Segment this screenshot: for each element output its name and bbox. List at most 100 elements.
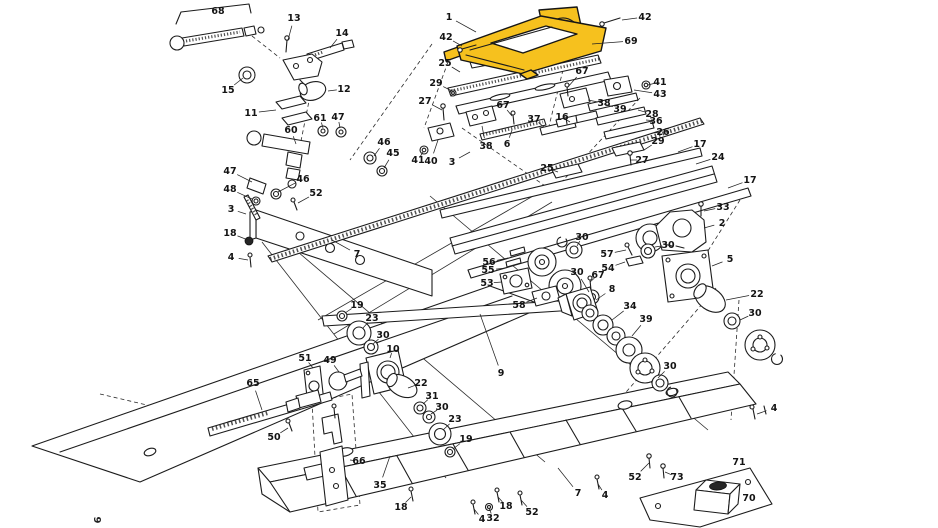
part-label-4: 4 <box>771 403 778 414</box>
leader-line-31 <box>422 399 429 405</box>
leader-line-36 <box>645 119 652 121</box>
block-43 <box>603 75 633 97</box>
leader-line-19 <box>344 308 352 314</box>
part-label-7: 7 <box>354 249 361 260</box>
part-label-53: 53 <box>480 278 493 289</box>
leader-line-41 <box>647 82 655 86</box>
leader-line-51 <box>308 362 314 369</box>
hardware-bottom-left <box>207 389 349 507</box>
leader-line-30 <box>654 245 663 248</box>
leader-line-54 <box>615 261 626 266</box>
part-label-36: 36 <box>649 116 663 127</box>
part-label-4: 4 <box>479 514 486 525</box>
part-label-46: 46 <box>296 174 310 185</box>
part-label-3: 3 <box>228 204 235 215</box>
screw-50 <box>285 418 293 432</box>
leader-line-24 <box>695 159 711 165</box>
part-label-8: 8 <box>609 284 616 295</box>
leader-line-42 <box>452 40 463 47</box>
leader-line-6 <box>508 129 513 138</box>
part-label-35: 35 <box>373 480 386 491</box>
leader-line-53 <box>493 281 503 283</box>
screw-52-left <box>290 197 298 211</box>
part-label-58: 58 <box>512 300 526 311</box>
leader-line-45 <box>383 159 390 169</box>
part-label-15: 15 <box>221 85 234 96</box>
leader-line-52 <box>297 196 310 204</box>
leader-line-42 <box>621 17 638 21</box>
fittings-61-47 <box>317 125 347 138</box>
plate-53 <box>499 267 533 295</box>
part-label-24: 24 <box>711 152 725 163</box>
leader-line-65 <box>255 390 263 411</box>
part-label-17: 17 <box>693 139 706 150</box>
pins-55-56 <box>505 246 526 268</box>
part-label-46: 46 <box>377 137 391 148</box>
leader-line-1 <box>455 20 477 33</box>
part-label-41: 41 <box>411 155 424 166</box>
part-label-28: 28 <box>645 109 659 120</box>
part-label-29: 29 <box>429 78 442 89</box>
part-label-30: 30 <box>435 402 449 413</box>
part-label-30: 30 <box>575 232 589 243</box>
part-label-7: 7 <box>575 488 582 499</box>
screw-27-left <box>440 103 446 121</box>
bottom-right-assembly <box>639 453 773 528</box>
screw-67-a <box>510 110 516 125</box>
part-label-45: 45 <box>386 148 399 159</box>
leader-line-38 <box>481 125 485 139</box>
part-label-27: 27 <box>418 96 431 107</box>
washer-41-left <box>419 145 429 155</box>
leader-line-73 <box>664 471 672 476</box>
leader-line-66 <box>349 459 355 461</box>
leader-line-4 <box>597 483 603 491</box>
part-label-4: 4 <box>228 252 235 263</box>
part-label-37: 37 <box>527 114 540 125</box>
screw-18-a <box>408 486 414 502</box>
part-label-40: 40 <box>424 156 438 167</box>
part-label-5: 5 <box>727 254 734 265</box>
screw-29-washer <box>449 89 457 97</box>
shaft-65 <box>207 389 333 437</box>
part-label-42: 42 <box>439 32 452 43</box>
plates-11 <box>275 95 313 126</box>
screw-57 <box>624 242 633 256</box>
roller-22-right <box>693 283 726 313</box>
part-label-61: 61 <box>313 113 326 124</box>
part-label-68: 68 <box>211 6 225 17</box>
leader-line-18 <box>497 496 503 503</box>
part-label-31: 31 <box>425 391 438 402</box>
leader-line-33 <box>703 208 716 212</box>
leader-line-67 <box>506 109 513 117</box>
wheels-center <box>499 223 678 398</box>
nuts-46-45 <box>363 151 388 177</box>
leader-line-22 <box>725 295 750 301</box>
part-label-41: 41 <box>653 77 666 88</box>
leader-line-26 <box>653 132 660 134</box>
leader-line-32 <box>488 507 492 514</box>
circlip <box>556 236 568 248</box>
part-label-9: 9 <box>498 368 505 379</box>
part-label-69: 69 <box>624 36 637 47</box>
part-label-70: 70 <box>742 493 756 504</box>
part-label-30: 30 <box>661 240 675 251</box>
part-label-29: 29 <box>651 136 664 147</box>
part-label-13: 13 <box>287 13 300 24</box>
part-label-39: 39 <box>639 314 652 325</box>
part-label-32: 32 <box>486 513 499 524</box>
part-label-19: 19 <box>350 300 363 311</box>
leader-line-25 <box>451 66 461 73</box>
leader-line-55 <box>495 267 507 270</box>
hardware-center <box>419 17 655 179</box>
bracket-25-lower <box>551 163 583 179</box>
part-label-42: 42 <box>638 12 651 23</box>
washer-41-right <box>641 80 651 90</box>
part-label-3: 3 <box>449 157 456 168</box>
bolt-14 <box>306 39 355 62</box>
knob-68 <box>169 35 185 51</box>
part-label-22: 22 <box>750 289 763 300</box>
part-label-57: 57 <box>600 249 613 260</box>
leader-line-48 <box>237 191 253 200</box>
